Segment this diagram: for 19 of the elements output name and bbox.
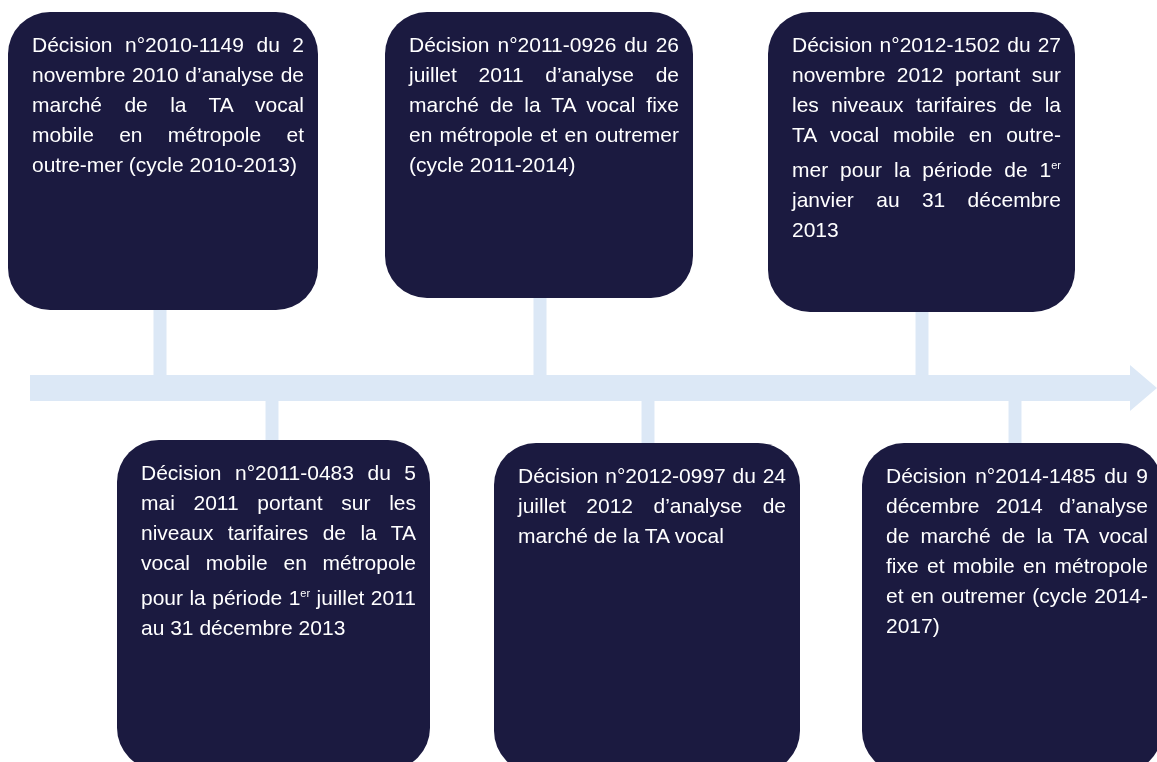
connector-line (265, 401, 279, 440)
connector-line (533, 298, 547, 375)
connector-line (641, 401, 655, 443)
connector-line (1008, 401, 1022, 443)
event-box (494, 443, 800, 762)
event-box (862, 443, 1157, 762)
event-box (385, 12, 693, 298)
event-text: Décision n°2012-0997 du 24 juillet 2012 d’analyse de marché de la TA vocal (518, 463, 786, 549)
event-box (117, 440, 430, 762)
connector-line (153, 310, 167, 375)
event-text: Décision n°2010-1149 du 2 novembre 2010 d’analyse de marché de la TA vocal mobile en métropole et outre-mer (cycle 2010-2013) (32, 32, 304, 178)
event-box (8, 12, 318, 310)
event-text: Décision n°2011-0483 du 5 mai 2011 portant sur les niveaux tarifaires de la TA vocal mobile en métropole pour la période 1$^{er}$ juillet 2011 au 31 décembre 2013 (141, 460, 416, 641)
event-box (768, 12, 1075, 312)
timeline-arrow (30, 365, 1157, 411)
event-text: Décision n°2014-1485 du 9 décembre 2014 d’analyse de marché de la TA vocal fixe et mobile en métropole et en outremer (cycle 2014-2017) (886, 463, 1148, 639)
connector-line (915, 312, 929, 375)
event-text: Décision n°2011-0926 du 26 juillet 2011 d’analyse de marché de la TA vocal fixe en métropole et en outremer (cycle 2011-2014) (409, 32, 679, 178)
event-text: Décision n°2012-1502 du 27 novembre 2012 portant sur les niveaux tarifaires de la TA vocal mobile en outre-mer pour la période de 1$^{er}$ janvier au 31 décembre 2013 (792, 32, 1061, 243)
